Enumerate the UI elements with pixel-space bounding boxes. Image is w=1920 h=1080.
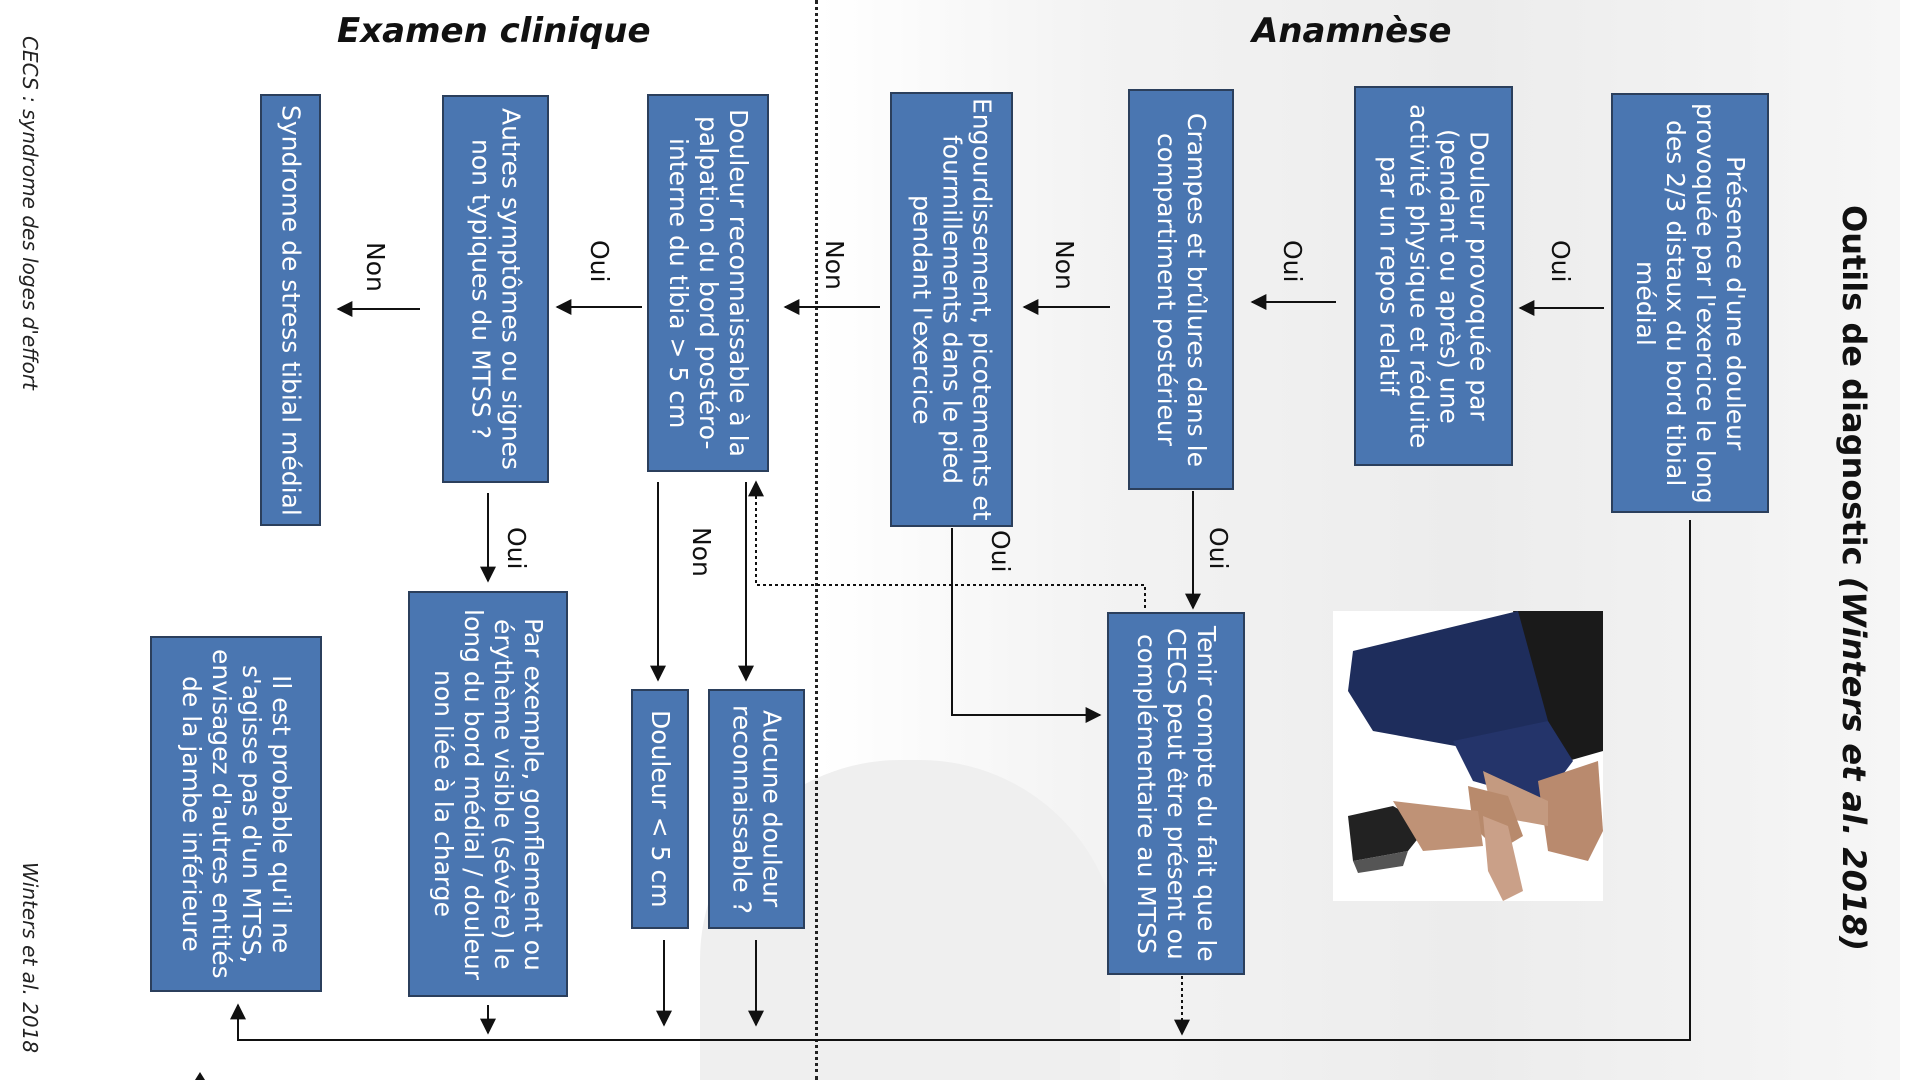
small-up-arrow-head — [195, 1072, 205, 1080]
diagram-title: Outils de diagnostic (Winters et al. 201… — [1835, 205, 1873, 952]
box-il-est-probable: Il est probable qu'il ne s'agisse pas d'… — [150, 636, 322, 992]
label-oui-presence: Oui — [1546, 240, 1575, 283]
arrow-presence-to-il-est-probable — [230, 520, 1691, 1041]
box-crampes: Crampes et brûlures dans le compartiment… — [1128, 89, 1234, 490]
label-non-reconnaissable-down: Non — [687, 527, 716, 577]
label-non-engourdissement: Non — [820, 240, 849, 290]
box-autres-symptomes: Autres symptômes ou signes non typiques … — [442, 95, 549, 483]
label-oui-douleur: Oui — [1278, 240, 1307, 283]
box-par-exemple: Par exemple, gonflement ou érythème visi… — [408, 591, 568, 997]
title-main: Outils de diagnostic — [1835, 205, 1873, 577]
label-oui-crampes-down: Oui — [1204, 527, 1233, 570]
label-non-autres: Non — [361, 242, 390, 292]
box-syndrome: Syndrome de stress tibial médial — [260, 94, 321, 526]
arrow-engourdissement-to-tenir — [951, 528, 1102, 723]
heading-anamnese: Anamnèse — [1252, 11, 1452, 51]
label-oui-reconnaissable: Oui — [585, 240, 614, 283]
side-note-reference: Winters et al. 2018 — [18, 862, 42, 1054]
title-reference: (Winters et al. 2018) — [1835, 576, 1873, 952]
side-note-cecs: CECS : syndrome des loges d'effort — [18, 36, 42, 390]
section-divider — [815, 0, 818, 1080]
box-douleur-5cm: Douleur < 5 cm — [631, 689, 689, 929]
box-douleur-reconnaissable: Douleur reconnaissable à la palpation du… — [647, 94, 769, 472]
label-oui-autres-down: Oui — [502, 527, 531, 570]
box-engourdissement: Engourdissement, picotements et fourmill… — [890, 92, 1013, 527]
box-tenir-compte: Tenir compte du fait que le CECS peut êt… — [1107, 612, 1245, 975]
dotted-tenir-to-reconnaissable — [748, 480, 1146, 608]
box-aucune-douleur: Aucune douleur reconnaissable ? — [708, 689, 805, 929]
box-douleur-provoquee: Douleur provoquée par (pendant ou après)… — [1354, 86, 1513, 466]
heading-examen-clinique: Examen clinique — [337, 11, 651, 51]
label-non-crampes: Non — [1050, 240, 1079, 290]
label-oui-engourdissement-down: Oui — [986, 530, 1015, 573]
box-presence-douleur: Présence d'une douleur provoquée par l'e… — [1611, 93, 1769, 513]
person-stretching-leg-image — [1333, 611, 1603, 901]
